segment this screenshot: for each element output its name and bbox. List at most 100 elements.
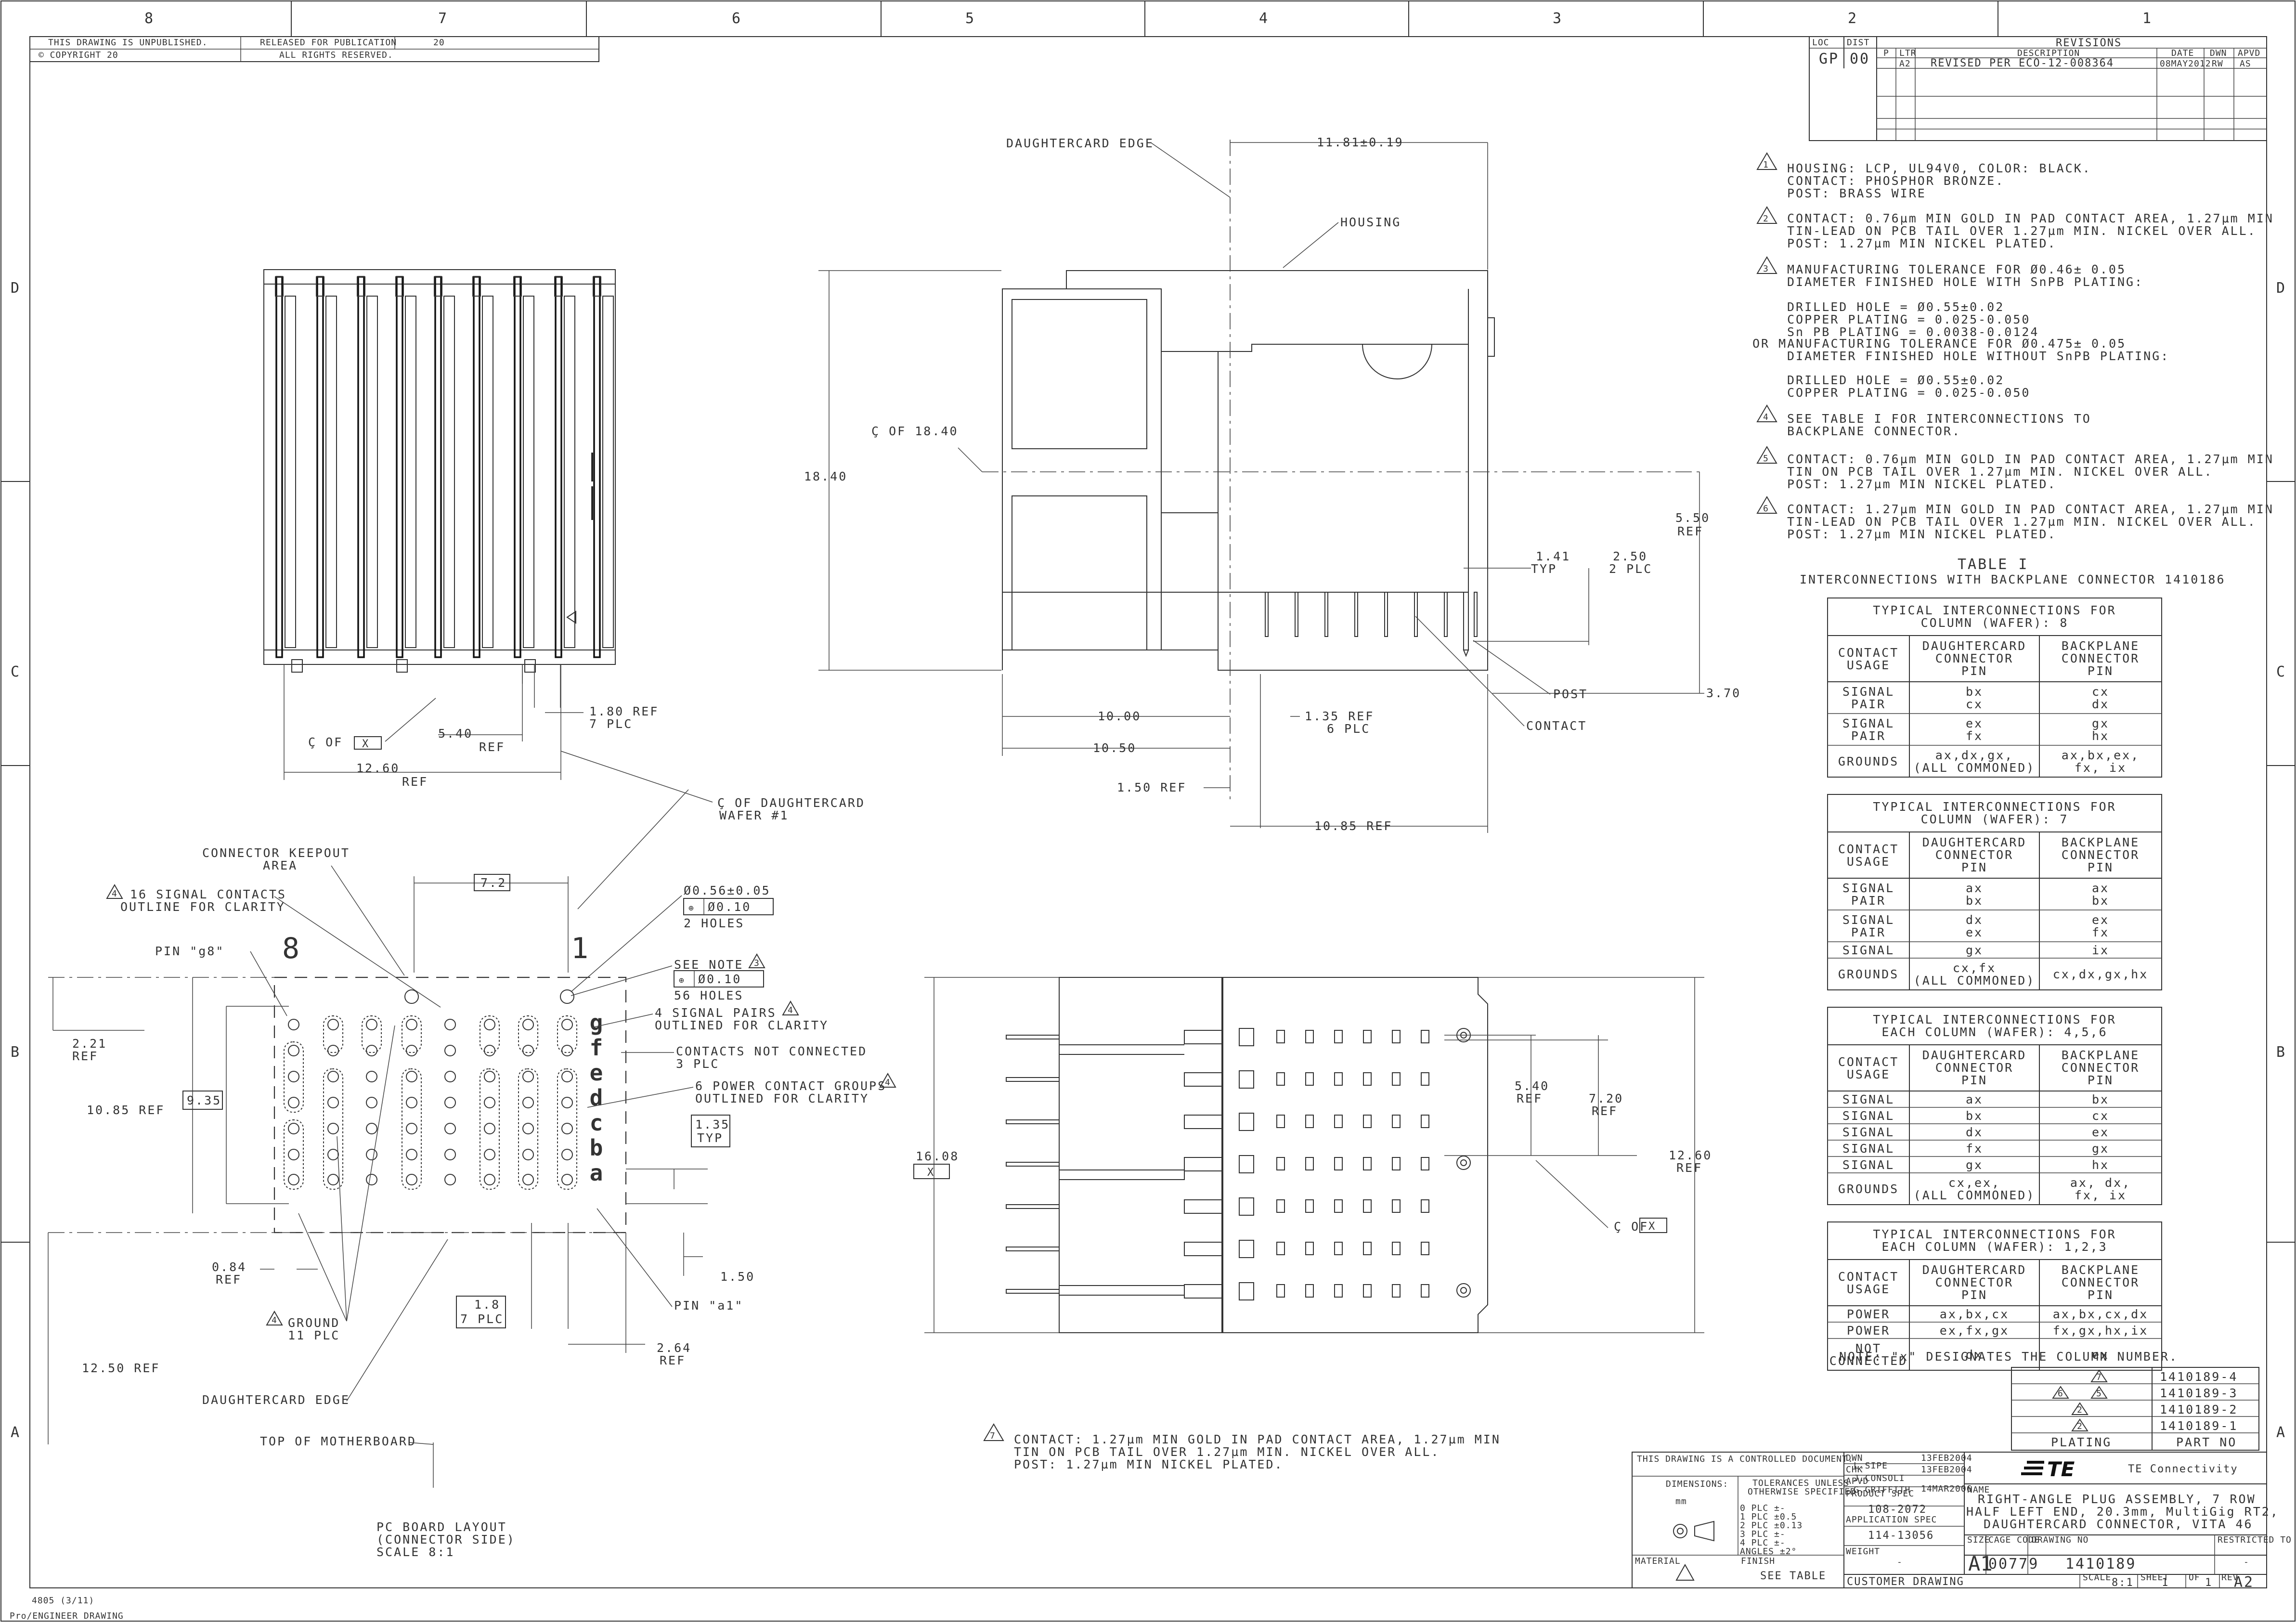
svg-text:PIN "a1": PIN "a1" <box>674 1299 743 1312</box>
table-1-block-title: TYPICAL INTERCONNECTIONS FOR <box>1873 1227 2116 1241</box>
zone-1: 1 <box>2142 10 2153 27</box>
svg-text:J.CONSOLI: J.CONSOLI <box>1854 1473 1905 1483</box>
contact-cell <box>1305 1072 1314 1086</box>
pcb-hole <box>484 1045 495 1056</box>
svg-text:HALF LEFT END, 20.3mm, MultiGi: HALF LEFT END, 20.3mm, MultiGig RT2, <box>1966 1505 2279 1519</box>
contact-cell <box>1363 1242 1372 1255</box>
svg-text:REVISIONS: REVISIONS <box>2056 37 2122 49</box>
contact-cell <box>1363 1115 1372 1128</box>
svg-text:PLATING: PLATING <box>2051 1435 2112 1449</box>
svg-text:CONTACT: CONTACT <box>1526 719 1587 733</box>
head-usage: USAGE <box>1847 658 1890 672</box>
pcb-hole <box>406 1019 417 1030</box>
svg-text:2.21: 2.21 <box>72 1037 107 1051</box>
head-dc: PIN <box>1961 1288 1987 1302</box>
svg-text:TE Connectivity: TE Connectivity <box>2128 1463 2238 1475</box>
svg-text:4 PLC ±-: 4 PLC ±- <box>1740 1538 1786 1548</box>
te-logo-icon: TE Connectivity TE <box>2021 1457 2075 1481</box>
svg-text:2.50: 2.50 <box>1613 549 1647 563</box>
svg-text:8:1: 8:1 <box>2112 1577 2134 1589</box>
table-cell: bx <box>2092 1092 2109 1106</box>
contact-cell <box>1276 1284 1285 1298</box>
svg-text:POST: POST <box>1553 687 1588 701</box>
svg-text:2: 2 <box>1763 214 1769 224</box>
table-cell: bx <box>1966 1109 1983 1123</box>
table-cell: ix <box>2092 943 2109 957</box>
contact-cell <box>1421 1072 1429 1086</box>
svg-text:APVD: APVD <box>1846 1476 1868 1486</box>
svg-text:RIGHT-ANGLE PLUG ASSEMBLY, 7 R: RIGHT-ANGLE PLUG ASSEMBLY, 7 ROW <box>1978 1492 2256 1506</box>
svg-text:1: 1 <box>2205 1577 2212 1589</box>
head-dc: PIN <box>1961 860 1987 874</box>
svg-text:DAUGHTERCARD CONNECTOR, VITA 4: DAUGHTERCARD CONNECTOR, VITA 46 <box>1984 1517 2253 1531</box>
svg-text:Ø0.10: Ø0.10 <box>698 972 741 986</box>
svg-text:0.84: 0.84 <box>212 1260 246 1274</box>
pcb-hole <box>522 1174 534 1185</box>
svg-text:NOTE: "x" DESIGNATES THE COLUM: NOTE: "x" DESIGNATES THE COLUMN NUMBER. <box>1839 1350 2178 1364</box>
table-cell: ax <box>2092 881 2109 895</box>
svg-text:MATERIAL: MATERIAL <box>1635 1556 1681 1566</box>
pcb-hole <box>484 1174 495 1185</box>
table-cell: GROUNDS <box>1838 754 1899 768</box>
svg-text:REF: REF <box>72 1049 98 1063</box>
svg-text:⊕: ⊕ <box>688 903 694 913</box>
pcb-hole <box>366 1123 377 1134</box>
svg-text:CONTACT: 0.76µm MIN GOLD IN PA: CONTACT: 0.76µm MIN GOLD IN PAD CONTACT … <box>1787 211 2274 225</box>
pcb-hole <box>406 1123 417 1134</box>
svg-text:OR MANUFACTURING TOLERANCE FOR: OR MANUFACTURING TOLERANCE FOR Ø0.475± 0… <box>1752 337 2126 351</box>
svg-text:DATE: DATE <box>2171 48 2194 58</box>
svg-text:APVD: APVD <box>2238 48 2260 58</box>
zone-5: 5 <box>965 10 975 27</box>
table-cell: fx <box>1966 1142 1983 1156</box>
table-cell: NOT <box>1855 1341 1881 1355</box>
svg-text:OTHERWISE SPECIFIED:: OTHERWISE SPECIFIED: <box>1748 1487 1862 1497</box>
svg-text:7.20: 7.20 <box>1589 1091 1623 1105</box>
zone-2: 2 <box>1848 10 1858 27</box>
contact-cell <box>1305 1030 1314 1043</box>
head-usage: CONTACT <box>1838 842 1899 856</box>
pcb-hole <box>288 1174 299 1185</box>
svg-text:4 SIGNAL PAIRS: 4 SIGNAL PAIRS <box>655 1006 777 1020</box>
contact-cell <box>1363 1199 1372 1213</box>
note-6: 6 CONTACT: 1.27µm MIN GOLD IN PAD CONTAC… <box>1756 496 2272 541</box>
head-bp: CONNECTOR <box>2062 1275 2140 1289</box>
table-cell: ex <box>1966 716 1983 730</box>
svg-text:7.2: 7.2 <box>480 876 506 890</box>
contact-cell <box>1421 1284 1429 1298</box>
svg-text:NAME: NAME <box>1967 1485 1990 1495</box>
svg-text:5.40: 5.40 <box>438 727 473 741</box>
table-cell: dx <box>2092 697 2109 711</box>
pcb-hole <box>444 1123 456 1134</box>
pcb-hole <box>522 1097 534 1108</box>
contact-cell <box>1421 1115 1429 1128</box>
zone-4: 4 <box>1259 10 1269 27</box>
pcb-row-letter: a <box>590 1160 605 1186</box>
svg-text:LTR: LTR <box>1899 48 1917 58</box>
pcb-hole <box>288 1097 299 1108</box>
svg-text:(CONNECTOR SIDE): (CONNECTOR SIDE) <box>376 1533 516 1546</box>
svg-text:COPPER PLATING = 0.025-0.050: COPPER PLATING = 0.025-0.050 <box>1787 312 2030 326</box>
svg-text:REF: REF <box>660 1353 686 1367</box>
contact-cell <box>1392 1157 1401 1170</box>
table-cell: ax <box>1966 1092 1983 1106</box>
pcb-hole <box>327 1045 339 1056</box>
svg-text:20: 20 <box>433 38 445 48</box>
svg-text:REF: REF <box>402 775 428 789</box>
note-4: 4 SEE TABLE I FOR INTERCONNECTIONS TO BA… <box>1756 404 2090 438</box>
table-cell: fx, ix <box>2075 1188 2127 1202</box>
svg-text:REV: REV <box>2221 1572 2239 1583</box>
table-cell: POWER <box>1847 1307 1890 1321</box>
svg-text:CONTACT: 0.76µm MIN GOLD IN PA: CONTACT: 0.76µm MIN GOLD IN PAD CONTACT … <box>1787 452 2274 466</box>
table-cell: SIGNAL <box>1842 1125 1894 1139</box>
svg-text:© COPYRIGHT 20: © COPYRIGHT 20 <box>39 50 118 60</box>
pcb-hole <box>561 1019 573 1030</box>
svg-text:56 HOLES: 56 HOLES <box>674 988 743 1002</box>
pcb-hole <box>484 1071 495 1082</box>
title-block: THIS DRAWING IS A CONTROLLED DOCUMENT. D… <box>1632 1452 2291 1591</box>
contact-cell <box>1421 1157 1429 1170</box>
wafer-contact-line <box>473 276 480 658</box>
svg-text:AREA: AREA <box>263 858 298 872</box>
zone-a-right: A <box>2276 1424 2286 1441</box>
